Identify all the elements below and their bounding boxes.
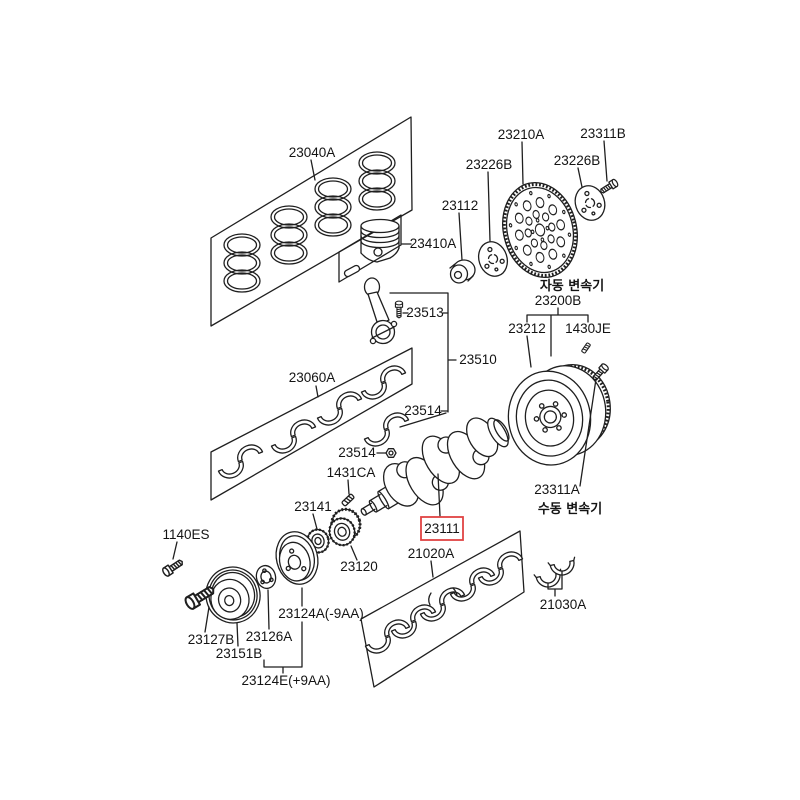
part-label-23514-upper[interactable]: 23514: [404, 403, 442, 418]
part-label-23311b[interactable]: 23311B: [580, 126, 626, 141]
selected-part-highlight-box[interactable]: [420, 516, 464, 541]
pilot-bushing: [449, 259, 476, 284]
bolt-1140es: [160, 556, 186, 578]
drive-plate: [493, 175, 587, 286]
main-bearing-kit-box: [360, 530, 525, 688]
rod-bolt: [394, 300, 404, 319]
part-labels: 23040A 23410A 23112 23210A 23226B 23226B…: [162, 126, 625, 688]
pulley-hub: [255, 564, 277, 590]
adapter-plate-left: [477, 241, 509, 277]
dowel-pin-1431ca: [340, 493, 356, 507]
piston: [360, 218, 400, 263]
crankshaft-pulley: [205, 566, 261, 624]
part-label-23311a[interactable]: 23311A: [534, 482, 580, 497]
part-label-23126a[interactable]: 23126A: [246, 629, 293, 644]
caption-manual-transmission: 수동 변속기: [538, 502, 602, 517]
thrust-washers: [533, 556, 579, 591]
part-label-23226b-right[interactable]: 23226B: [554, 153, 601, 168]
part-label-23127b[interactable]: 23127B: [188, 632, 235, 647]
part-label-1430je[interactable]: 1430JE: [565, 321, 611, 336]
piston-pin: [343, 264, 361, 278]
part-label-23410a[interactable]: 23410A: [410, 236, 457, 251]
main-bearing-set: [365, 548, 522, 657]
crankshaft: [360, 417, 510, 516]
connecting-rod: [363, 277, 398, 345]
part-label-23226b-left[interactable]: 23226B: [466, 157, 513, 172]
part-label-23513[interactable]: 23513: [406, 305, 444, 320]
dowel-pin-1430je: [580, 342, 592, 354]
part-label-23060a[interactable]: 23060A: [289, 370, 336, 385]
part-label-23111-highlighted[interactable]: 23111: [424, 521, 460, 536]
caption-automatic-transmission: 자동 변속기: [540, 279, 604, 294]
part-label-21020a[interactable]: 21020A: [408, 546, 455, 561]
flywheel: [507, 364, 611, 466]
part-label-23120[interactable]: 23120: [340, 559, 378, 574]
part-label-1140es[interactable]: 1140ES: [162, 527, 209, 542]
rod-bearing-pair: [364, 409, 408, 450]
part-label-21030a[interactable]: 21030A: [540, 597, 587, 612]
adapter-plate-right: [574, 185, 606, 221]
leader-lines: [172, 140, 608, 674]
part-label-23124e[interactable]: 23124E(+9AA): [242, 673, 331, 688]
part-label-23124a[interactable]: 23124A(-9AA): [278, 606, 364, 621]
part-label-1431ca[interactable]: 1431CA: [327, 465, 376, 480]
part-label-23210a[interactable]: 23210A: [498, 127, 545, 142]
rod-bearing-nut: [385, 448, 397, 458]
damper-pulley: [275, 531, 319, 585]
part-label-23200b[interactable]: 23200B: [535, 293, 582, 308]
bolt-23311b: [598, 177, 620, 196]
rod-bearing-kit-box: [210, 347, 413, 501]
part-label-23151b[interactable]: 23151B: [216, 646, 263, 661]
part-label-23040a[interactable]: 23040A: [289, 145, 336, 160]
part-label-23112[interactable]: 23112: [442, 198, 479, 213]
crankshaft-sprocket: [328, 507, 362, 547]
part-label-23141[interactable]: 23141: [294, 499, 332, 514]
piston-ring-kit-box: [210, 116, 413, 327]
part-label-23514-lower[interactable]: 23514: [338, 445, 376, 460]
part-label-23212[interactable]: 23212: [508, 321, 546, 336]
part-label-23510[interactable]: 23510: [459, 352, 497, 367]
